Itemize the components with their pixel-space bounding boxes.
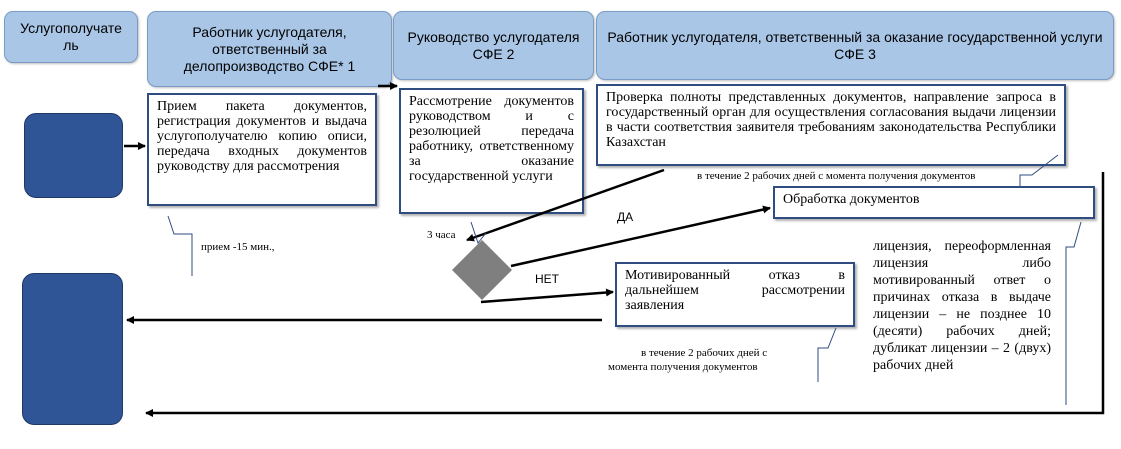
reception-time-note: прием -15 мин., (201, 241, 275, 253)
callout-refusal-time (817, 327, 837, 382)
result-text: лицензия, переоформленная лицензия либо … (873, 239, 1051, 373)
callout-check-time (1019, 154, 1059, 186)
lane-header-sfe2: Руководство услугодателя СФЕ 2 (393, 11, 594, 80)
reception-box: Прием пакета документов, регистрация док… (147, 93, 377, 206)
arrow-decision-yes (510, 205, 771, 268)
check-box: Проверка полноты представленных документ… (596, 84, 1066, 166)
end-node (22, 273, 123, 425)
decision-yes-label: ДА (617, 210, 634, 224)
lane-header-sfe1: Работник услугодателя, ответственный за … (147, 11, 392, 87)
check-time-note: в течение 2 рабочих дней с момента получ… (697, 170, 976, 182)
refusal-box: Мотивированный отказ в дальнейшем рассмо… (615, 262, 855, 327)
callout-reception-time (167, 215, 193, 276)
refusal-time-note-2: момента получения документов (608, 361, 758, 373)
callout-processing-result (1065, 221, 1082, 405)
review-time-note: 3 часа (427, 229, 456, 241)
review-box: Рассмотрение документов руководством и с… (399, 88, 584, 214)
arrow-processing-to-end (145, 172, 1105, 417)
arrow-check-to-decision (466, 168, 665, 242)
refusal-time-note-1: в течение 2 рабочих дней с (641, 347, 768, 359)
decision-diamond (452, 240, 512, 300)
callout-review-time (470, 221, 487, 245)
lane-header-sfe3: Работник услугодателя, ответственный за … (596, 11, 1114, 80)
start-node (24, 113, 123, 198)
lane-header-service-recipient: Услугополучате ль (4, 11, 138, 63)
decision-no-label: НЕТ (535, 272, 559, 286)
arrow-decision-no (480, 288, 614, 304)
processing-box: Обработка документов (773, 186, 1095, 219)
